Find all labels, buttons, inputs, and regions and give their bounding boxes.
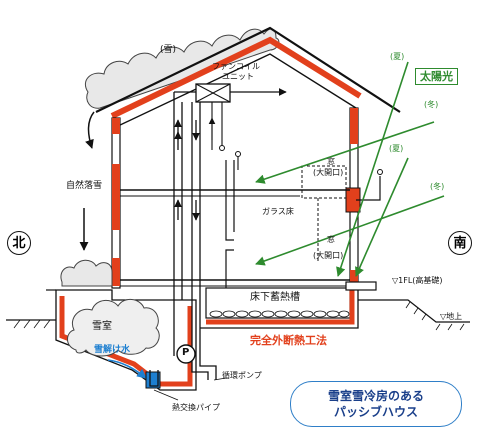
winter-label-1: (冬) (424, 100, 439, 109)
snow-top-label: (雪) (160, 45, 177, 55)
snowfall-curve-arrow (85, 111, 95, 149)
heat-exchange-pipe (149, 370, 159, 387)
ground-hatch-south (405, 301, 465, 331)
window-upper-open-label: (大開口) (313, 168, 344, 177)
natural-snowfall-label: 自然落雪 (66, 181, 103, 191)
summer-label-2: (夏) (389, 144, 404, 153)
south-wall-insulation-1 (350, 108, 358, 144)
winter-label-2: (冬) (430, 182, 445, 191)
summer-label-1: (夏) (390, 52, 405, 61)
sunlight-rays (255, 61, 445, 277)
snowmelt-flow (107, 359, 147, 379)
snow-room-pile (67, 299, 160, 357)
title-line-1: 雪室雪冷房のある (327, 388, 424, 403)
window-upper-label: 窓 (327, 157, 335, 166)
snow-outside-pile (60, 259, 113, 287)
first-fl-label: ▽1FL(高基礎) (392, 276, 443, 285)
roof-outer (95, 26, 401, 113)
winter-ray-2 (255, 195, 445, 266)
roof-inner (117, 53, 357, 127)
title-line-2: パッシブハウス (333, 405, 418, 419)
sunlight-label: 太陽光 (415, 68, 458, 85)
heat-exchange-pipe-label: 熱交換パイプ (172, 403, 220, 412)
fan-coil-unit-label: ユニット (222, 72, 254, 81)
north-wall-insulation-2 (112, 164, 120, 230)
pump-symbol-label: P (182, 347, 190, 358)
window-lower-label: 窓 (327, 235, 335, 244)
ground-level-label: ▽地上 (440, 312, 463, 321)
circulation-pump-symbol (176, 344, 196, 364)
summer-ray-1 (336, 61, 409, 277)
ground-hatch-north (13, 319, 51, 329)
north-wall-insulation-1 (112, 118, 120, 134)
ground-south (358, 299, 470, 323)
roof-insulation (110, 36, 362, 119)
south-wall-insulation-3 (350, 270, 358, 286)
north-compass: 北 (7, 231, 31, 255)
foundation-insulation (206, 288, 355, 325)
external-insulation-label: 完全外断熱工法 (250, 334, 327, 347)
diagram-title: 雪室雪冷房のある パッシブハウス (290, 381, 462, 427)
storage-pebbles (209, 310, 350, 318)
window-lower-open-label: (大開口) (313, 251, 344, 260)
underfloor-storage-label: 床下蓄熱槽 (250, 292, 300, 303)
south-compass: 南 (448, 231, 472, 255)
snowmelt-water-label: 雪解け水 (94, 345, 131, 355)
north-wall-insulation-3 (112, 258, 120, 286)
glass-floor-label: ガラス床 (262, 207, 294, 216)
winter-ray-1 (255, 121, 435, 184)
fan-coil-label: ファンコイル (212, 62, 260, 71)
glass-floor (301, 165, 347, 199)
summer-ray-2 (355, 157, 409, 277)
snow-room-label: 雪室 (92, 321, 112, 332)
circulation-pump-label: 循環ポンプ (222, 371, 262, 380)
